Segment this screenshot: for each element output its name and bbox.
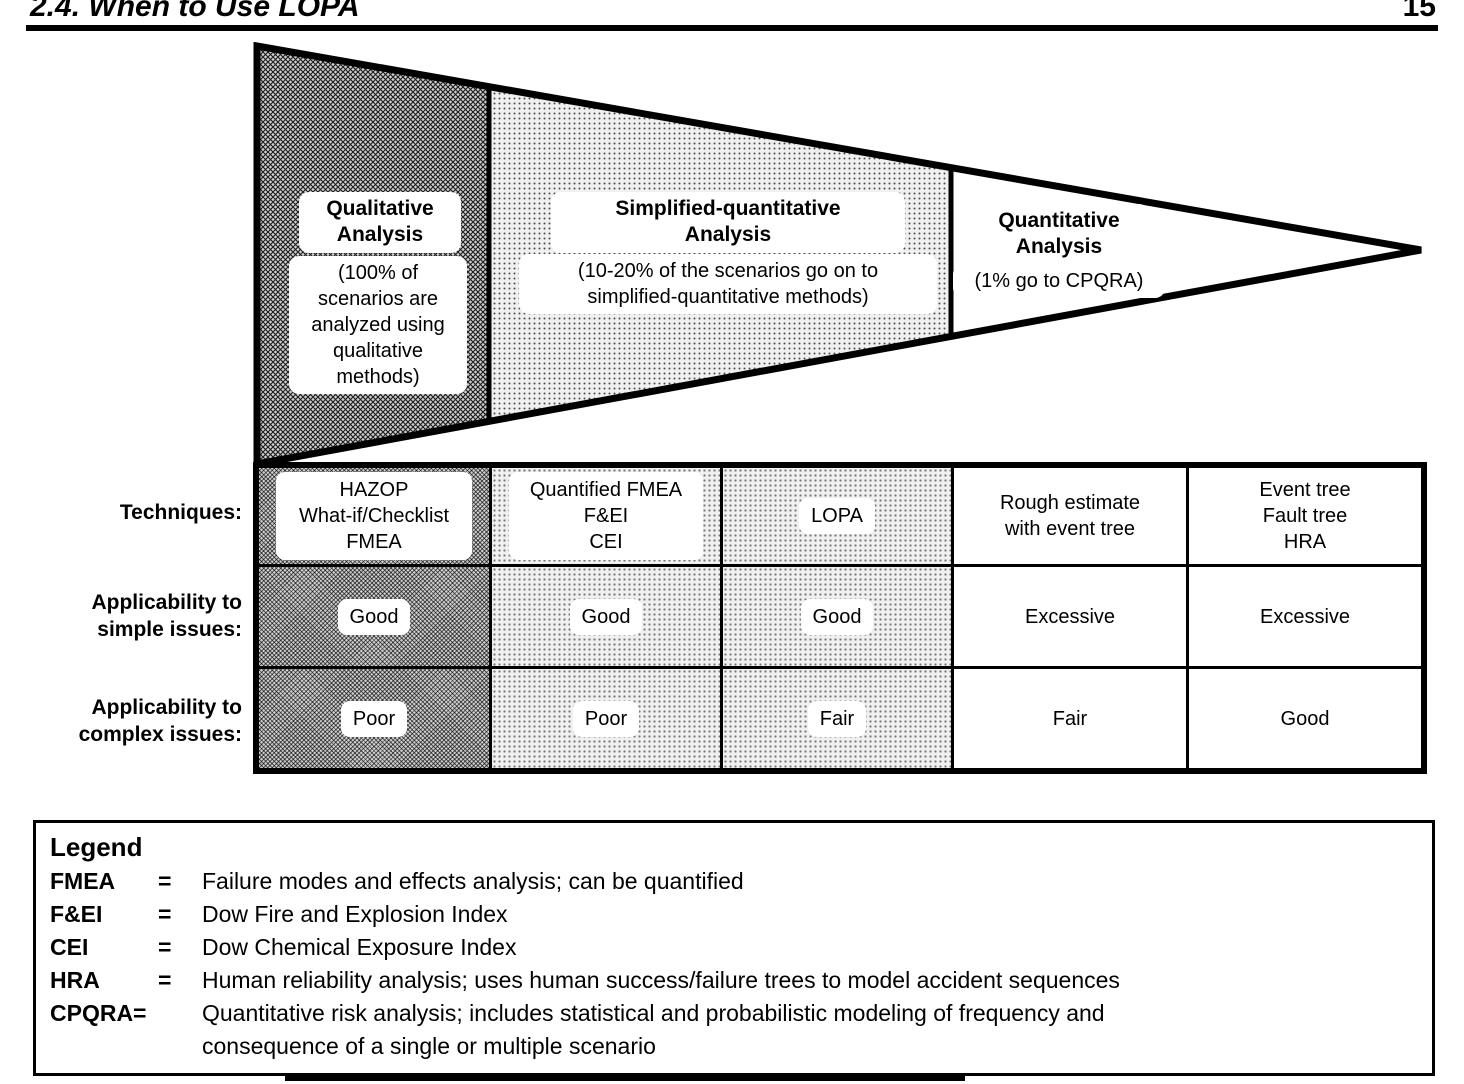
legend-title: Legend (50, 832, 143, 862)
technique-rough-estimate-label: Rough estimate with event tree (999, 492, 1141, 540)
table-cell-techniques-qualitative: HAZOP What-if/Checklist FMEA (259, 468, 489, 564)
legend-entry-cei: CEI = Dow Chemical Exposure Index (50, 931, 1418, 964)
legend-definition: Quantitative risk analysis; includes sta… (202, 1000, 1105, 1059)
legend-equals: = (158, 934, 172, 960)
row-label-complex-issues: Applicability to complex issues: (78, 696, 242, 746)
legend-equals: = (158, 901, 172, 927)
legend-entry-cpqra: CPQRA= Quantitative risk analysis; inclu… (50, 997, 1418, 1063)
qualitative-analysis-subtitle: (100% of scenarios are analyzed using qu… (289, 256, 467, 394)
legend-definition: Dow Chemical Exposure Index (202, 934, 517, 960)
legend-term: FMEA (50, 868, 116, 894)
technique-list-simplified: Quantified FMEA F&EI CEI (509, 472, 703, 560)
simplified-quantitative-subtitle: (10-20% of the scenarios go on to simpli… (519, 254, 937, 314)
legend-definition: Human reliability analysis; uses human s… (202, 967, 1120, 993)
quantitative-analysis-title: Quantitative Analysis (969, 204, 1149, 265)
complex-rating-3: Fair (807, 700, 867, 737)
legend-equals: = (158, 868, 172, 894)
scan-artifact-line (285, 1076, 965, 1081)
technique-list-qualitative: HAZOP What-if/Checklist FMEA (276, 472, 472, 560)
legend-term: CPQRA= (50, 1000, 147, 1026)
legend-entry-fmea: FMEA = Failure modes and effects analysi… (50, 865, 1418, 898)
legend-equals: = (158, 967, 172, 993)
table-cell-techniques-simplified-1: Quantified FMEA F&EI CEI (492, 468, 720, 564)
table-cell-simple-2: Good (492, 567, 720, 666)
table-cell-complex-3: Fair (723, 669, 951, 768)
simple-rating-3: Good (800, 598, 874, 635)
table-cell-techniques-event-tree: Event tree Fault tree HRA (1189, 468, 1421, 564)
legend-box: Legend FMEA = Failure modes and effects … (33, 820, 1435, 1076)
funnel-diagram: Qualitative Analysis (100% of scenarios … (253, 42, 1427, 468)
simple-rating-2: Good (569, 598, 643, 635)
legend-definition: Failure modes and effects analysis; can … (202, 868, 744, 894)
legend-definition: Dow Fire and Explosion Index (202, 901, 508, 927)
table-cell-simple-5: Excessive (1189, 567, 1421, 666)
legend-term: F&EI (50, 901, 103, 927)
qualitative-analysis-title: Qualitative Analysis (299, 192, 461, 253)
table-cell-simple-3: Good (723, 567, 951, 666)
complex-rating-1: Poor (340, 700, 408, 737)
table-row-labels: Techniques: Applicability to simple issu… (20, 462, 242, 774)
legend-term: HRA (50, 967, 100, 993)
header-rule (26, 25, 1438, 31)
complex-rating-4: Fair (1052, 707, 1088, 730)
table-cell-simple-1: Good (259, 567, 489, 666)
table-cell-techniques-rough-estimate: Rough estimate with event tree (954, 468, 1186, 564)
legend-entry-hra: HRA = Human reliability analysis; uses h… (50, 964, 1418, 997)
technique-lopa-label: LOPA (799, 498, 875, 534)
page-number: 15 (1402, 0, 1436, 23)
techniques-table: HAZOP What-if/Checklist FMEA Quantified … (253, 462, 1427, 774)
simple-rating-1: Good (337, 598, 411, 635)
simple-rating-5: Excessive (1259, 605, 1351, 628)
complex-rating-2: Poor (572, 700, 640, 737)
table-cell-techniques-lopa: LOPA (723, 468, 951, 564)
table-cell-complex-1: Poor (259, 669, 489, 768)
table-cell-complex-4: Fair (954, 669, 1186, 768)
legend-entry-fei: F&EI = Dow Fire and Explosion Index (50, 898, 1418, 931)
simplified-quantitative-title: Simplified-quantitative Analysis (551, 192, 905, 253)
quantitative-analysis-subtitle: (1% go to CPQRA) (953, 264, 1165, 298)
table-cell-complex-2: Poor (492, 669, 720, 768)
legend-term: CEI (50, 934, 89, 960)
complex-rating-5: Good (1280, 707, 1330, 730)
section-heading: 2.4. When to Use LOPA (30, 0, 360, 23)
funnel-outline (253, 42, 1422, 468)
table-cell-complex-5: Good (1189, 669, 1421, 768)
table-cell-simple-4: Excessive (954, 567, 1186, 666)
simple-rating-4: Excessive (1024, 605, 1116, 628)
technique-event-tree-label: Event tree Fault tree HRA (1259, 479, 1351, 553)
row-label-techniques: Techniques: (119, 500, 242, 524)
funnel-region-qualitative (255, 43, 491, 467)
row-label-simple-issues: Applicability to simple issues: (91, 591, 242, 641)
